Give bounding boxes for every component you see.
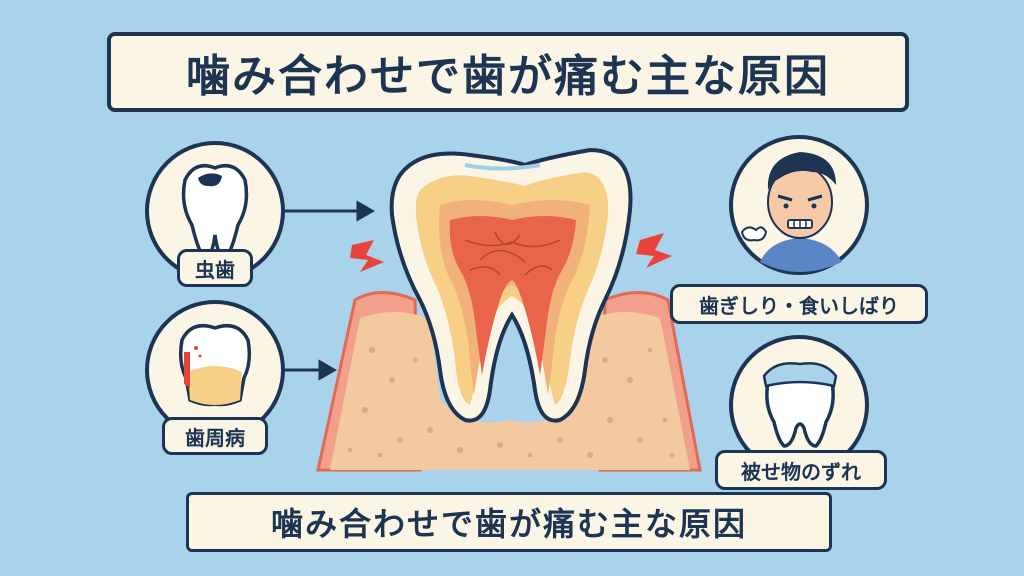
cause-label-crown-misfit: 被せ物のずれ: [715, 450, 887, 490]
gum-bone-block: [316, 291, 702, 472]
arrow-periodontal: [283, 359, 338, 381]
tooth-cross-section: [389, 147, 633, 423]
tooth-cavity-icon: [181, 164, 249, 260]
grimacing-person-icon: [740, 152, 842, 272]
cause-label-grinding: 歯ぎしり・食いしばり: [670, 284, 928, 324]
page-title: 噛み合わせで歯が痛む主な原因: [107, 32, 909, 112]
pain-spark-icon: [350, 233, 672, 272]
arrow-caries: [283, 200, 376, 222]
cause-label-periodontal: 歯周病: [162, 417, 268, 455]
grinding-circle: [729, 135, 869, 275]
caries-circle: [145, 141, 285, 281]
tooth-crown-icon: [762, 362, 838, 448]
tooth-periodontal-icon: [178, 324, 252, 407]
crown-circle: [729, 335, 869, 475]
cause-label-caries: 虫歯: [177, 249, 253, 287]
bottom-caption: 噛み合わせで歯が痛む主な原因: [186, 492, 832, 552]
